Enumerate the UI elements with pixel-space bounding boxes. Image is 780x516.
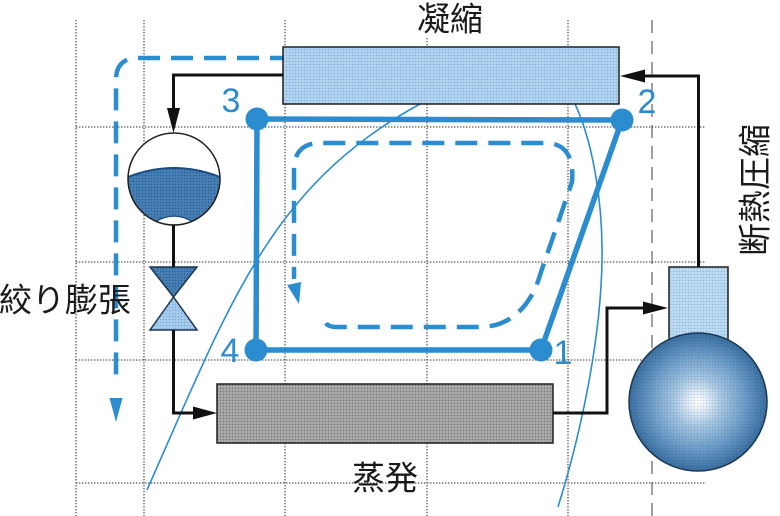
compressor bbox=[628, 266, 768, 472]
expansion-label: 絞り膨張 bbox=[0, 281, 131, 320]
condenser bbox=[282, 46, 620, 105]
evaporator bbox=[216, 383, 554, 444]
compression-label: 断熱圧縮 bbox=[736, 124, 775, 256]
condensate-flow-arrow bbox=[109, 55, 283, 422]
condensate-flow-dashed-line bbox=[113, 55, 283, 384]
state-point-3 bbox=[245, 107, 269, 131]
state-point-label-4: 4 bbox=[221, 332, 240, 370]
pipe-condenser-to-receiver bbox=[172, 73, 283, 110]
arrow-down-icon bbox=[287, 282, 301, 304]
cycle-edge-3-4 bbox=[253, 116, 260, 353]
cycle-edge-2-3 bbox=[254, 116, 625, 123]
arrow-left-icon bbox=[620, 69, 645, 83]
compressor-body-outline bbox=[628, 332, 768, 472]
cycle-direction-dashed-line bbox=[291, 140, 575, 330]
arrow-right-icon bbox=[643, 301, 668, 315]
state-point-label-1: 1 bbox=[554, 334, 573, 372]
cycle-path: 1 2 3 4 bbox=[221, 82, 657, 372]
refrigerant-pipes bbox=[167, 69, 700, 420]
receiver-liquid-surface bbox=[127, 167, 221, 178]
state-point-1 bbox=[529, 338, 553, 362]
state-point-label-2: 2 bbox=[638, 83, 657, 121]
pipe-evaporator-to-compressor bbox=[553, 306, 645, 415]
receiver-liquid bbox=[128, 168, 220, 225]
evaporator-label: 蒸発 bbox=[352, 459, 418, 498]
arrow-down-icon bbox=[167, 108, 180, 133]
state-point-2 bbox=[610, 108, 634, 132]
receiver-tank bbox=[127, 132, 221, 226]
state-point-label-3: 3 bbox=[222, 82, 241, 120]
state-point-4 bbox=[244, 338, 268, 362]
cycle-edge-1-2 bbox=[538, 117, 625, 353]
arrow-right-icon bbox=[193, 406, 217, 420]
pipe-valve-to-evaporator bbox=[172, 330, 195, 415]
saturated-vapor-curve bbox=[557, 103, 603, 508]
grid bbox=[75, 20, 706, 516]
cycle-direction-arrow bbox=[287, 140, 575, 330]
arrow-down-icon bbox=[109, 398, 123, 422]
condenser-label: 凝縮 bbox=[417, 0, 483, 39]
pipe-compressor-to-condenser bbox=[643, 74, 700, 267]
